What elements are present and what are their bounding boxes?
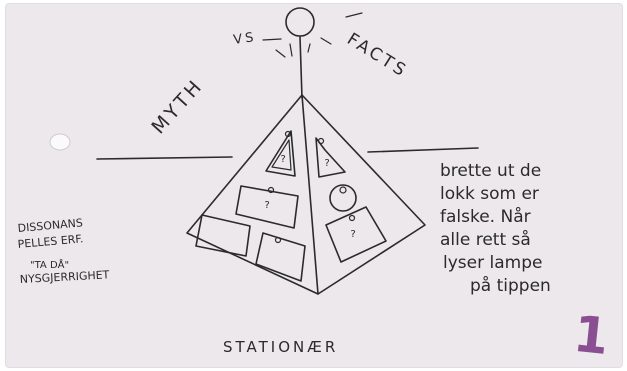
- right-note-line: lokk som er: [440, 184, 539, 204]
- punch-hole: [50, 134, 70, 150]
- left-line: [97, 157, 232, 159]
- right-note-line: alle rett så: [440, 229, 531, 250]
- right-note-line: lyser lampe: [443, 253, 542, 273]
- label-vs: VS: [232, 30, 257, 48]
- question-mark: ?: [280, 154, 286, 165]
- lamp-icon: [286, 8, 314, 36]
- page-number: 1: [571, 305, 612, 366]
- question-mark: ?: [324, 158, 330, 169]
- right-note-line: brette ut de: [440, 161, 541, 181]
- left-note: DISSONANS PELLES ERF. "TA DÅ" NYSGJERRIG…: [17, 216, 110, 286]
- right-note: brette ut de lokk som er falske. Når all…: [440, 161, 551, 296]
- pyramid-outline: [187, 95, 425, 294]
- left-face-flaps: [196, 131, 305, 281]
- right-note-line: falske. Når: [440, 206, 531, 227]
- label-facts: FACTS: [343, 29, 411, 82]
- right-note-line: på tippen: [470, 275, 551, 296]
- label-stationaer: STATIONÆR: [223, 338, 338, 356]
- left-note-line: PELLES ERF.: [17, 232, 84, 251]
- right-face-flaps: [316, 138, 386, 262]
- lamp-rays: [263, 13, 362, 57]
- label-myth: MYTH: [147, 75, 207, 139]
- left-note-line: "TA DÅ": [30, 258, 69, 271]
- pyramid-edge: [302, 95, 318, 294]
- question-mark: ?: [264, 200, 270, 211]
- question-mark: ?: [350, 229, 356, 240]
- lamp-stem: [300, 37, 302, 98]
- right-line: [368, 148, 478, 152]
